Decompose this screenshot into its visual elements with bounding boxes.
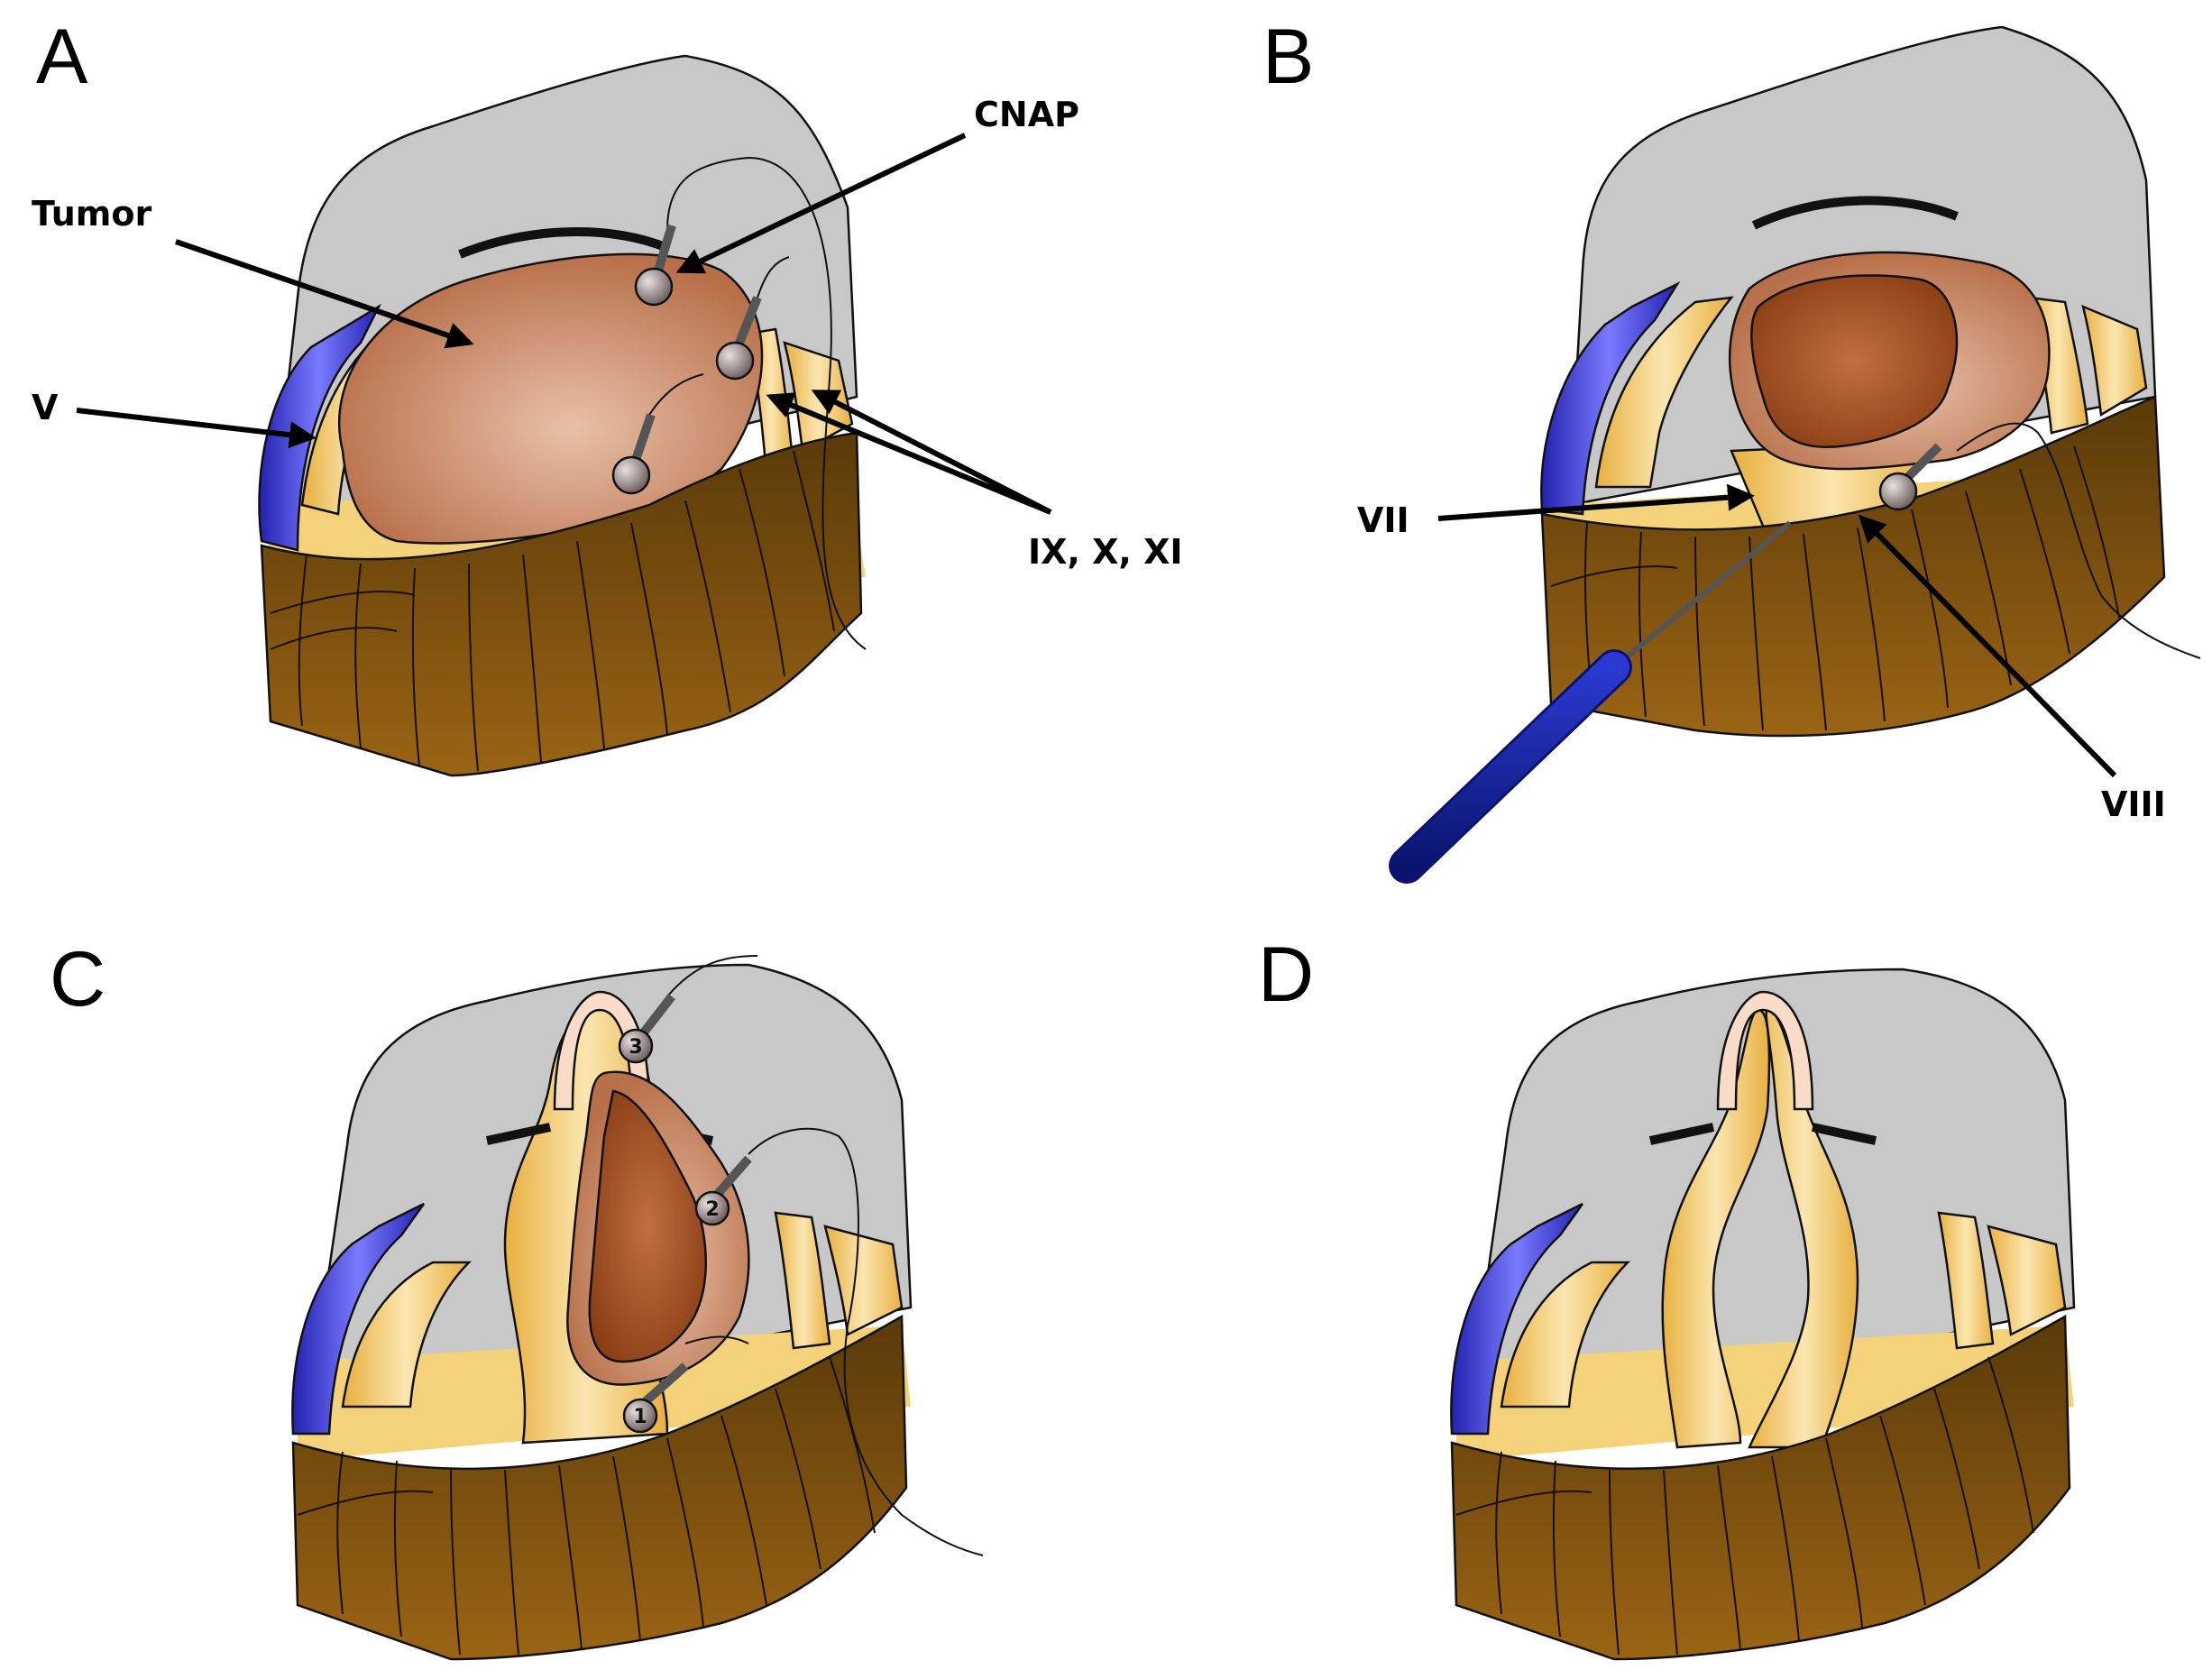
arrow-viii (1858, 514, 2117, 778)
bar-c-left (485, 1123, 552, 1145)
label-viii: VIII (2101, 784, 2166, 824)
wire-c-3 (666, 955, 758, 997)
muscle-c (291, 1314, 908, 1661)
panel-b: B (1262, 14, 2201, 884)
muscle-b (1540, 395, 2166, 738)
arrow-v (76, 408, 317, 449)
electrode-c-2: 2 (694, 1155, 752, 1226)
nerve-right2-c (823, 1225, 904, 1336)
panel-c: C (50, 936, 984, 1661)
arrow-cnap (675, 133, 967, 274)
label-v: V (32, 388, 59, 427)
vessel-d (1450, 1202, 1584, 1436)
wire-b (1956, 422, 2201, 659)
electrode-a-middle (611, 413, 656, 495)
label-vii: VII (1357, 500, 1409, 540)
electrode-a-right (715, 296, 762, 381)
nerve-left-c (341, 1261, 473, 1408)
electrode-number-2: 2 (705, 1198, 719, 1221)
nerve-right2-d (1987, 1225, 2067, 1336)
muscle-fibers-c (297, 1356, 876, 1656)
electrode-b (1878, 443, 1942, 511)
nerve-left-d (1500, 1261, 1631, 1408)
bar-d-left (1648, 1123, 1715, 1145)
panel-letter-a: A (36, 14, 88, 100)
panel-a: A (32, 14, 1183, 777)
muscle-d (1450, 1314, 2071, 1661)
electrode-number-1: 1 (633, 1406, 647, 1428)
panel-letter-b: B (1262, 14, 1314, 100)
wire-a-3 (648, 373, 704, 416)
vessel-b (1540, 280, 1681, 516)
arrow-ix-2 (811, 390, 1052, 515)
wire-a-1 (666, 156, 867, 650)
label-cnap: CNAP (974, 95, 1079, 134)
label-ix-x-xi: IX, X, XI (1028, 532, 1183, 572)
label-tumor: Tumor (32, 194, 152, 234)
panel-d: D (1258, 931, 2076, 1661)
nerve-strand-left-d (1661, 1008, 1771, 1449)
floor-d (1456, 1326, 2074, 1461)
tumor-cavity-c (588, 1089, 707, 1363)
stimulation-probe (1389, 520, 1792, 884)
nerve-left-b (1594, 296, 1734, 489)
arrow-vii (1437, 483, 1755, 521)
vessel-a (258, 303, 382, 552)
electrode-number-3: 3 (629, 1036, 642, 1059)
sheath-d (1716, 990, 1814, 1111)
electrode-c-3: 3 (618, 993, 675, 1064)
arc-b (1751, 196, 1959, 230)
muscle-fibers-d (1455, 1356, 2034, 1656)
nerve-right2-b (2081, 304, 2148, 417)
arrow-tumor (175, 239, 474, 349)
nerve-right-d (1937, 1211, 1995, 1350)
nerve-right-c (774, 1211, 831, 1350)
panel-letter-c: C (50, 936, 106, 1023)
vessel-c (291, 1202, 426, 1436)
arc-a (458, 227, 669, 259)
wire-c-2 (748, 1127, 984, 1556)
bar-d-right (1811, 1123, 1877, 1145)
panel-letter-d: D (1258, 931, 1314, 1018)
electrode-a-top (634, 224, 676, 307)
tumor-cavity-b (1750, 274, 1959, 448)
dura-d (1464, 968, 2076, 1436)
wire-c-1 (684, 1335, 749, 1344)
electrode-c-1: 1 (622, 1362, 689, 1434)
wire-a-2 (757, 256, 790, 298)
arrow-ix-1 (766, 392, 1052, 515)
muscle-fibers-a (270, 450, 835, 772)
